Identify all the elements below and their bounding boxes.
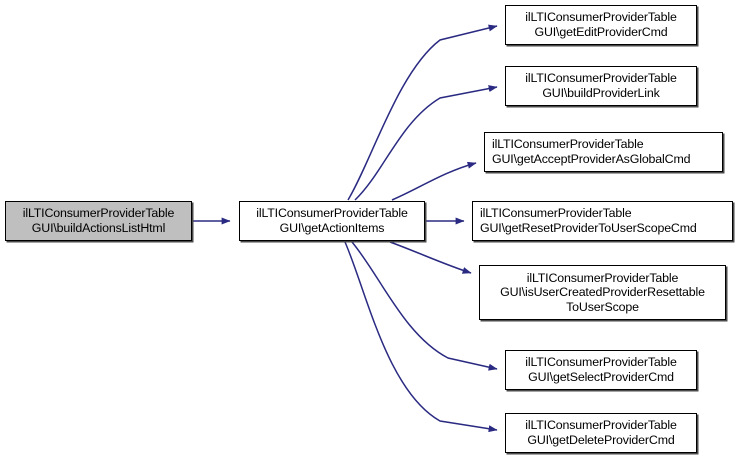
graph-node-label-line: ilLTIConsumerProviderTable	[526, 270, 679, 285]
graph-node-label-line: GUI\buildProviderLink	[542, 86, 660, 100]
graph-node-label-line: ilLTIConsumerProviderTable	[525, 418, 677, 433]
graph-node-label-line: GUI\buildActionsListHtml	[31, 221, 166, 235]
graph-node-label-line: ilLTIConsumerProviderTable	[480, 206, 632, 221]
graph-node-label-line: GUI\getAcceptProviderAsGlobalCmd	[492, 152, 691, 166]
call-edge-n1-to-n7	[351, 241, 498, 371]
graph-node-label-line: GUI\getResetProviderToUserScopeCmd	[480, 221, 697, 235]
call-edge-n1-to-n2	[347, 24, 498, 201]
graph-node-label-line: GUI\getActionItems	[279, 221, 385, 235]
graph-node-label-line: ilLTIConsumerProviderTable	[525, 71, 677, 86]
graph-node-label-line: GUI\getDeleteProviderCmd	[527, 433, 675, 447]
graph-node-label-line: ToUserScope	[566, 299, 639, 314]
graph-node-label-line: GUI\getEditProviderCmd	[534, 25, 668, 39]
graph-node-label-line: GUI\isUserCreatedProviderResettable	[500, 285, 705, 300]
graph-node-label-line: ilLTIConsumerProviderTable	[492, 137, 644, 152]
call-edge-n1-to-n6	[389, 241, 472, 274]
call-edge-n1-to-n8	[344, 241, 498, 433]
graph-node-label-line: ilLTIConsumerProviderTable	[525, 355, 677, 370]
graph-node-label-line: GUI\getSelectProviderCmd	[528, 370, 674, 384]
call-edge-n1-to-n3	[354, 85, 498, 201]
graph-node-label-line: ilLTIConsumerProviderTable	[256, 206, 408, 221]
graph-node-label-line: ilLTIConsumerProviderTable	[525, 10, 677, 25]
call-edge-n1-to-n4	[391, 161, 477, 201]
graph-node-label-line: ilLTIConsumerProviderTable	[22, 206, 175, 221]
